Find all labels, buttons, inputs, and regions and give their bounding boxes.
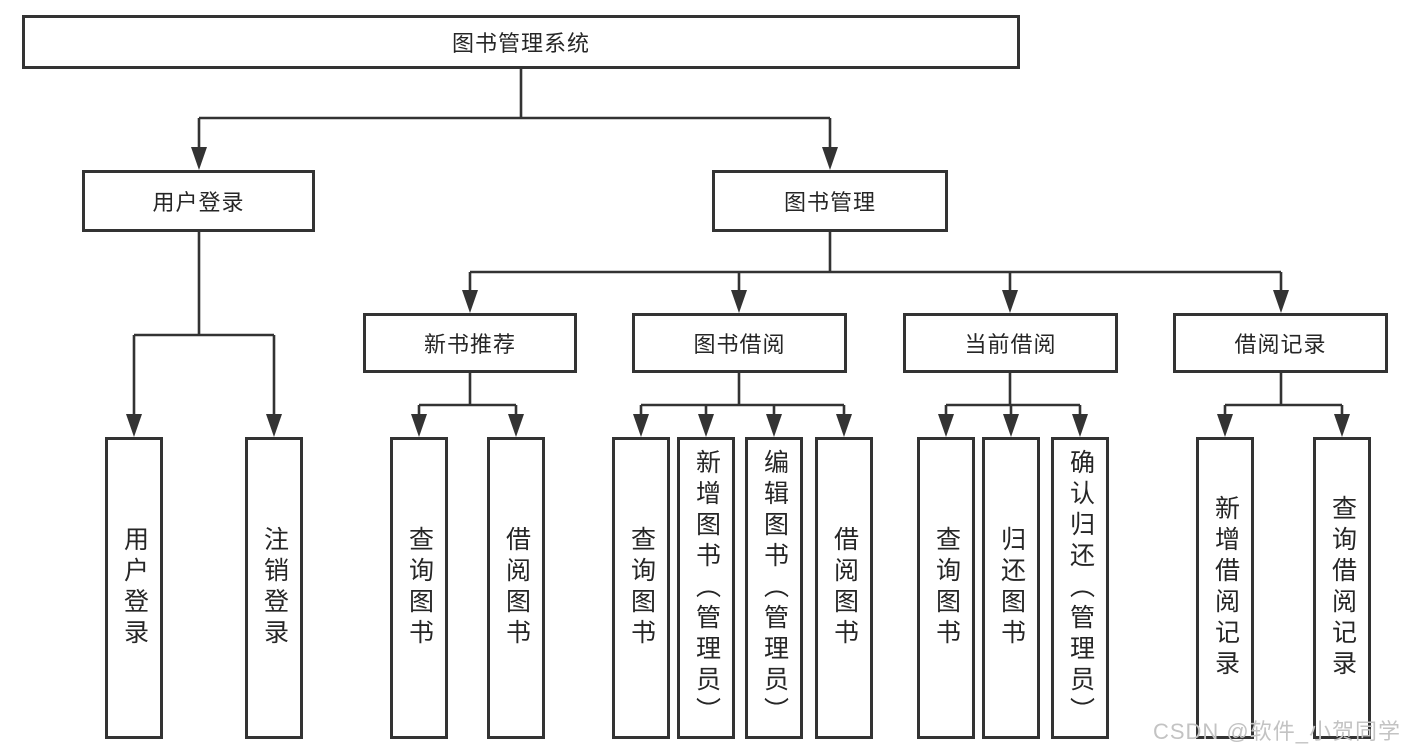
leaf-cb-query-book: 查询图书 — [917, 437, 975, 739]
arrow-down-icon — [698, 414, 714, 437]
edge-root-to-level2 — [197, 69, 832, 148]
leaf-cb-query-book-label: 查询图书 — [932, 526, 961, 650]
arrow-down-icon — [508, 414, 524, 437]
leaf-bb-edit-book: 编辑图书（管理员） — [745, 437, 803, 739]
leaf-br-query-record-label: 查询借阅记录 — [1328, 495, 1357, 681]
arrow-down-icon — [633, 414, 649, 437]
leaf-logout-label: 注销登录 — [260, 526, 289, 650]
leaf-br-query-record: 查询借阅记录 — [1313, 437, 1371, 739]
arrow-down-icon — [1002, 290, 1018, 313]
edge-borrow-records-children — [1223, 373, 1344, 415]
leaf-cb-return-book: 归还图书 — [982, 437, 1040, 739]
arrow-down-icon — [266, 414, 282, 437]
leaf-bb-add-book-label: 新增图书（管理员） — [692, 448, 721, 728]
arrow-down-icon — [822, 147, 838, 170]
arrow-down-icon — [191, 147, 207, 170]
leaf-user-login: 用户登录 — [105, 437, 163, 739]
leaf-bb-query-book: 查询图书 — [612, 437, 670, 739]
arrow-down-icon — [1217, 414, 1233, 437]
leaf-rec-borrow-book-label: 借阅图书 — [502, 526, 531, 650]
node-new-book-rec: 新书推荐 — [363, 313, 577, 373]
arrow-down-icon — [731, 290, 747, 313]
node-book-mgmt: 图书管理 — [712, 170, 948, 232]
arrow-down-icon — [126, 414, 142, 437]
arrow-down-icon — [1334, 414, 1350, 437]
leaf-bb-borrow-book: 借阅图书 — [815, 437, 873, 739]
leaf-br-add-record-label: 新增借阅记录 — [1211, 495, 1240, 681]
node-new-book-rec-label: 新书推荐 — [423, 332, 516, 357]
leaf-rec-query-book: 查询图书 — [390, 437, 448, 739]
arrow-down-icon — [462, 290, 478, 313]
edge-book-borrow-children — [639, 373, 846, 415]
arrow-down-icon — [1003, 414, 1019, 437]
leaf-logout: 注销登录 — [245, 437, 303, 739]
node-current-borrow: 当前借阅 — [903, 313, 1118, 373]
node-user-login: 用户登录 — [82, 170, 315, 232]
leaf-cb-confirm-return: 确认归还（管理员） — [1051, 437, 1109, 739]
arrow-down-icon — [938, 414, 954, 437]
arrowheads — [126, 147, 1350, 437]
node-borrow-records-label: 借阅记录 — [1234, 332, 1327, 357]
leaf-cb-return-book-label: 归还图书 — [997, 526, 1026, 650]
node-borrow-records: 借阅记录 — [1173, 313, 1388, 373]
node-book-borrow-label: 图书借阅 — [693, 332, 786, 357]
edge-new-book-rec-children — [417, 373, 518, 415]
edge-book-mgmt-children — [468, 232, 1283, 291]
arrow-down-icon — [1273, 290, 1289, 313]
edge-current-borrow-children — [944, 373, 1082, 415]
leaf-bb-borrow-book-label: 借阅图书 — [830, 526, 859, 650]
leaf-rec-query-book-label: 查询图书 — [405, 526, 434, 650]
node-root: 图书管理系统 — [22, 15, 1020, 69]
arrow-down-icon — [411, 414, 427, 437]
csdn-watermark: CSDN @软件_小贺同学 — [1152, 719, 1401, 744]
node-book-borrow: 图书借阅 — [632, 313, 847, 373]
leaf-br-add-record: 新增借阅记录 — [1196, 437, 1254, 739]
arrow-down-icon — [766, 414, 782, 437]
leaf-bb-query-book-label: 查询图书 — [627, 526, 656, 650]
node-root-label: 图书管理系统 — [451, 31, 590, 56]
node-current-borrow-label: 当前借阅 — [964, 332, 1057, 357]
leaf-bb-edit-book-label: 编辑图书（管理员） — [760, 448, 789, 728]
leaf-user-login-label: 用户登录 — [120, 526, 149, 650]
leaf-cb-confirm-return-label: 确认归还（管理员） — [1066, 448, 1095, 728]
node-book-mgmt-label: 图书管理 — [783, 190, 876, 215]
edge-user-login-children — [132, 232, 276, 415]
node-user-login-label: 用户登录 — [152, 190, 245, 215]
arrow-down-icon — [836, 414, 852, 437]
leaf-bb-add-book: 新增图书（管理员） — [677, 437, 735, 739]
leaf-rec-borrow-book: 借阅图书 — [487, 437, 545, 739]
arrow-down-icon — [1072, 414, 1088, 437]
